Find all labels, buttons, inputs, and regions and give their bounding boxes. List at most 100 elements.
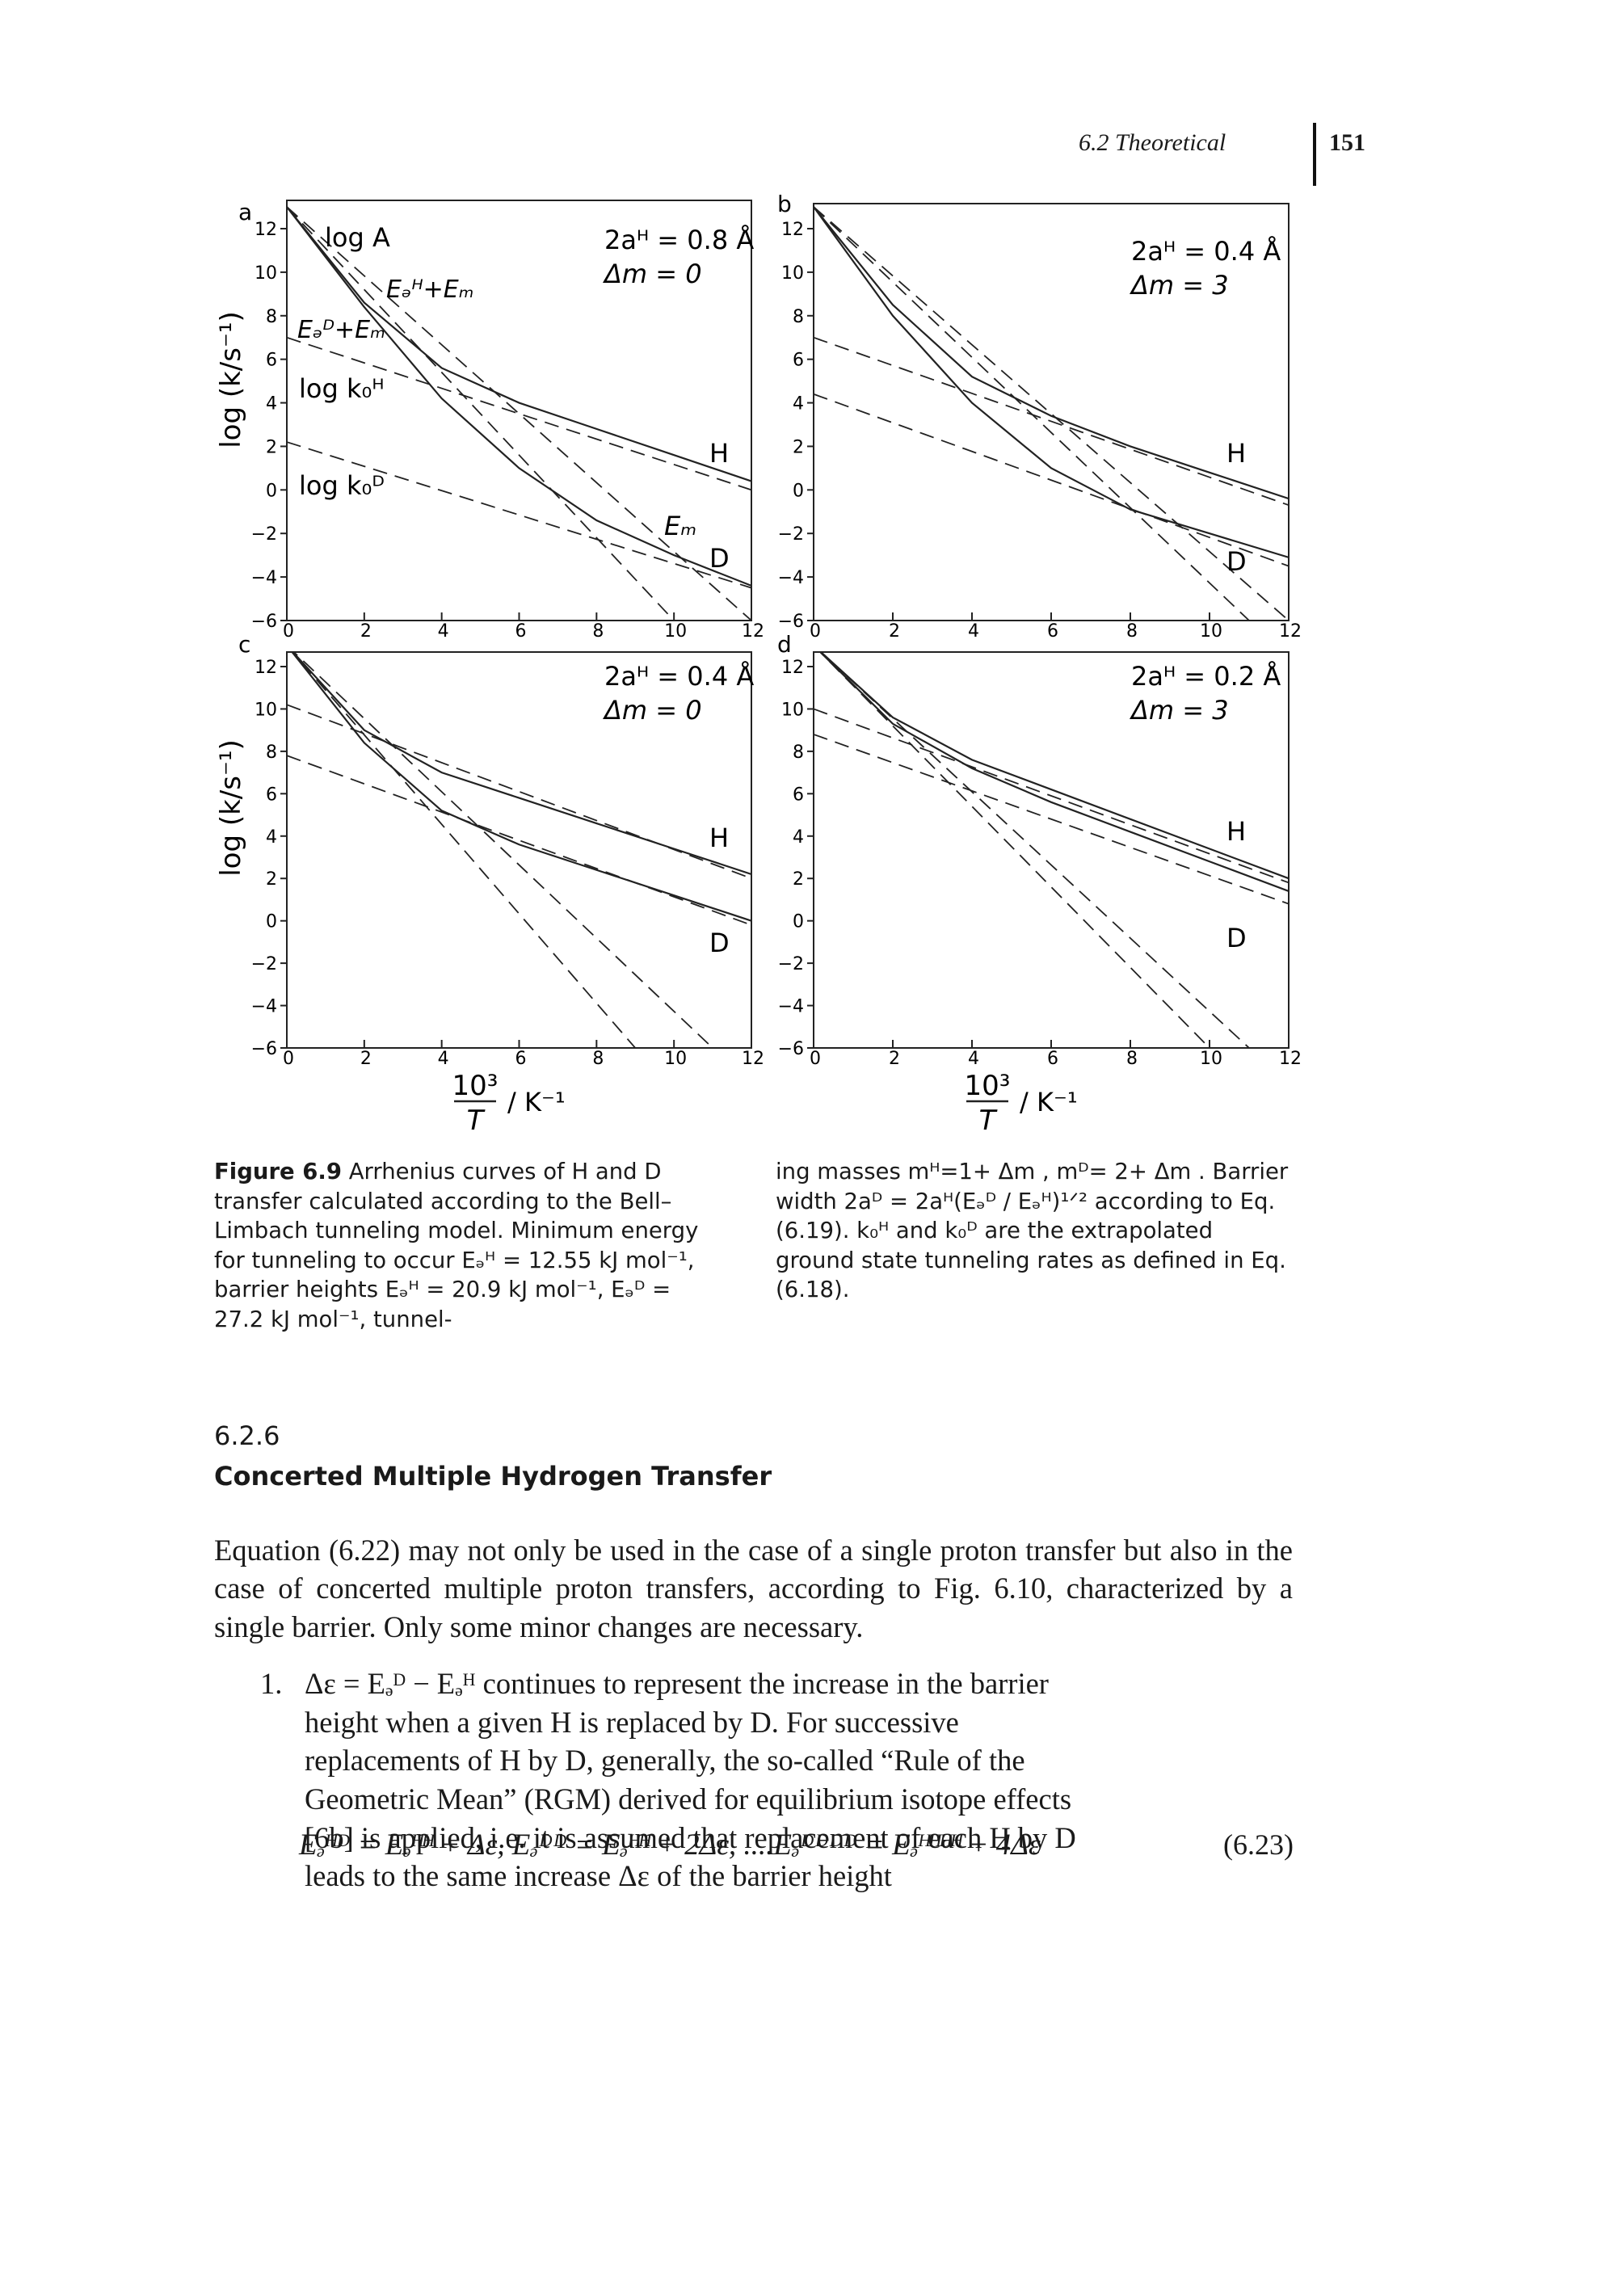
svg-text:10³: 10³ xyxy=(965,1070,1011,1102)
x-tick-label: 12 xyxy=(1279,621,1302,642)
y-tick-label: −4 xyxy=(251,568,277,588)
series-D xyxy=(287,206,751,587)
y-tick-label: 4 xyxy=(793,827,804,848)
y-tick-label: −4 xyxy=(778,997,804,1017)
x-tick-label: 8 xyxy=(1126,621,1138,642)
y-tick-label: 12 xyxy=(255,658,277,678)
series-dashed-4 xyxy=(814,206,1250,621)
annot-c-param-1: 2aᴴ = 0.4 Å xyxy=(604,661,754,692)
annot-a-param-2: Δm = 0 xyxy=(602,259,702,289)
annot-log-a: log A xyxy=(325,222,390,253)
series-D xyxy=(818,652,1289,892)
series-dashed-2 xyxy=(287,704,751,880)
x-tick-label: 2 xyxy=(889,1049,900,1069)
y-tick-label: 6 xyxy=(266,351,277,371)
panel-label-a: a xyxy=(238,199,252,225)
series-dashed-2 xyxy=(814,708,1289,884)
y-tick-label: −2 xyxy=(778,954,804,974)
svg-text:/ K⁻¹: / K⁻¹ xyxy=(1020,1087,1078,1117)
x-tick-label: 4 xyxy=(438,1049,449,1069)
y-tick-label: 6 xyxy=(793,351,804,371)
annot-d-d: D xyxy=(1226,923,1247,953)
y-tick-label: 10 xyxy=(255,700,277,720)
y-tick-label: −6 xyxy=(251,1039,277,1059)
list-item: 1. Δε = Eₔᴰ − Eₔᴴ continues to represent… xyxy=(260,1664,1117,1896)
annot-a-h: H xyxy=(709,438,729,469)
y-tick-label: 12 xyxy=(255,220,277,240)
x-tick-label: 4 xyxy=(438,621,449,642)
y-tick-label: −2 xyxy=(251,954,277,974)
x-tick-label: 10 xyxy=(1200,621,1222,642)
y-tick-label: 2 xyxy=(793,869,804,890)
y-tick-label: 4 xyxy=(266,827,277,848)
y-tick-label: 2 xyxy=(266,437,277,457)
list-item-number: 1. xyxy=(260,1667,283,1700)
x-tick-label: 10 xyxy=(1200,1049,1222,1069)
figure-caption-left: Figure 6.9 Arrhenius curves of H and D t… xyxy=(214,1157,723,1334)
series-D xyxy=(814,206,1289,558)
annot-b-param-1: 2aᴴ = 0.4 Å xyxy=(1131,236,1281,267)
y-tick-label: 6 xyxy=(793,785,804,805)
series-H xyxy=(287,206,751,482)
y-axis-label-top: log (k/s⁻¹) xyxy=(215,311,247,448)
series-D xyxy=(291,652,751,922)
x-tick-label: 2 xyxy=(360,1049,372,1069)
x-tick-label: 4 xyxy=(968,621,979,642)
y-tick-label: 2 xyxy=(266,869,277,890)
page-number: 151 xyxy=(1329,129,1365,156)
x-tick-label: 8 xyxy=(592,1049,604,1069)
annot-ed-d-em: Eₔᴰ+Eₘ xyxy=(297,316,385,344)
series-dashed-4 xyxy=(287,206,675,621)
y-tick-label: 10 xyxy=(781,700,804,720)
y-tick-label: 12 xyxy=(781,220,804,240)
x-tick-label: 2 xyxy=(360,621,372,642)
y-tick-label: 2 xyxy=(793,437,804,457)
annot-ed-h-em: Eₔᴴ+Eₘ xyxy=(386,276,473,304)
annot-b-param-2: Δm = 3 xyxy=(1129,270,1229,301)
y-tick-label: 0 xyxy=(793,481,804,501)
figure-caption-right: ing masses mᴴ=1+ Δm , mᴰ= 2+ Δm . Barrie… xyxy=(776,1159,1289,1303)
y-tick-label: 8 xyxy=(793,743,804,763)
x-tick-label: 6 xyxy=(515,1049,527,1069)
running-title: 6.2 Theoretical xyxy=(1079,129,1226,156)
body-paragraph: Equation (6.22) may not only be used in … xyxy=(214,1534,1293,1643)
y-tick-label: 8 xyxy=(793,307,804,327)
x-tick-label: 0 xyxy=(810,1049,821,1069)
figure-6-9: −6 −4 −2 0 2 4 6 8 10 12 0 2 4 6 8 10 12 −6 −4 −2 0 2 4 6 8 10 12 0… xyxy=(215,191,1302,1137)
annot-d-param-1: 2aᴴ = 0.2 Å xyxy=(1131,661,1281,692)
svg-text:T: T xyxy=(979,1105,998,1137)
y-tick-label: −6 xyxy=(778,612,804,632)
annot-b-d: D xyxy=(1226,546,1247,577)
x-tick-label: 12 xyxy=(742,1049,764,1069)
annot-b-h: H xyxy=(1226,438,1246,469)
series-dashed-3 xyxy=(287,441,751,589)
equation-6-23: Eₔᴴᴰ = Eₔᴴᴴ + Δε, Eₔᴰᴰ = Eₔᴴᴴ + 2Δε, ...… xyxy=(299,1828,1041,1862)
y-tick-label: −2 xyxy=(778,524,804,545)
y-tick-label: −2 xyxy=(251,524,277,545)
x-tick-label: 0 xyxy=(810,621,821,642)
x-tick-label: 4 xyxy=(968,1049,979,1069)
x-tick-label: 10 xyxy=(664,621,687,642)
svg-text:T: T xyxy=(467,1105,486,1137)
annot-c-h: H xyxy=(709,823,729,853)
y-tick-label: 8 xyxy=(266,307,277,327)
series-dashed-3 xyxy=(287,755,751,926)
section-title: Concerted Multiple Hydrogen Transfer xyxy=(214,1461,772,1492)
y-tick-label: 12 xyxy=(781,658,804,678)
annot-a-param-1: 2aᴴ = 0.8 Å xyxy=(604,225,754,255)
annot-a-d: D xyxy=(709,543,730,574)
x-tick-label: 12 xyxy=(742,621,764,642)
x-axis-label-left: 10³ T / K⁻¹ xyxy=(452,1070,566,1137)
y-tick-label: −6 xyxy=(778,1039,804,1059)
series-dashed-2 xyxy=(287,336,751,491)
y-tick-label: 10 xyxy=(781,263,804,284)
x-tick-label: 6 xyxy=(515,621,527,642)
x-tick-label: 10 xyxy=(664,1049,687,1069)
y-tick-label: −6 xyxy=(251,612,277,632)
y-tick-label: 6 xyxy=(266,785,277,805)
x-tick-label: 0 xyxy=(283,1049,294,1069)
